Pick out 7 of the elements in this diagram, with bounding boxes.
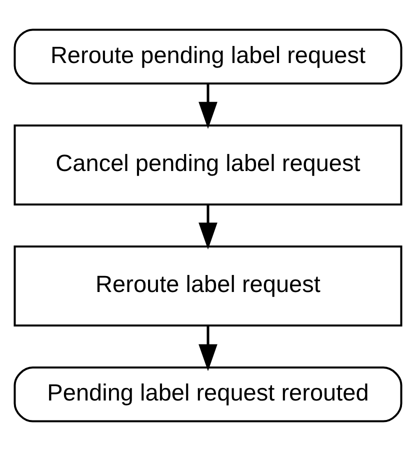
node-box: Reroute label request (14, 245, 402, 326)
node-box: Cancel pending label request (14, 124, 402, 205)
node-box: Reroute pending label request (14, 28, 402, 84)
arrow (198, 204, 218, 250)
arrow (198, 325, 218, 371)
node-box: Pending label request rerouted (14, 366, 402, 422)
arrow (198, 83, 218, 128)
